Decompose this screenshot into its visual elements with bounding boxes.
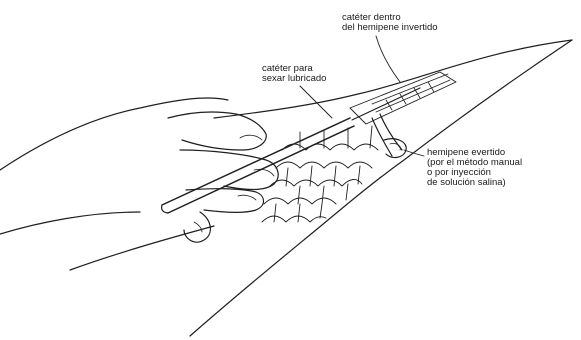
- label-line: de solución salina): [427, 178, 522, 188]
- cloaca: [372, 114, 402, 156]
- label-sexing-catheter: catéter para sexar lubricado: [262, 64, 326, 84]
- label-everted-hemipenis: hemipene evertido (por el método manual …: [427, 148, 522, 188]
- leader-catheter-inside: [376, 36, 400, 82]
- label-line: del hemipene invertido: [342, 23, 438, 33]
- label-line: sexar lubricado: [262, 74, 326, 84]
- leader-catheter-probe: [300, 86, 332, 118]
- inverted-hemipenis-region: [350, 72, 456, 124]
- hand: [0, 98, 278, 270]
- snake-scales: [262, 126, 378, 222]
- label-catheter-inside-inverted-hemipenis: catéter dentro del hemipene invertido: [342, 13, 438, 33]
- snake-tail: [190, 40, 572, 336]
- leader-everted-hemipenis: [404, 150, 424, 156]
- leader-lines: [300, 36, 424, 156]
